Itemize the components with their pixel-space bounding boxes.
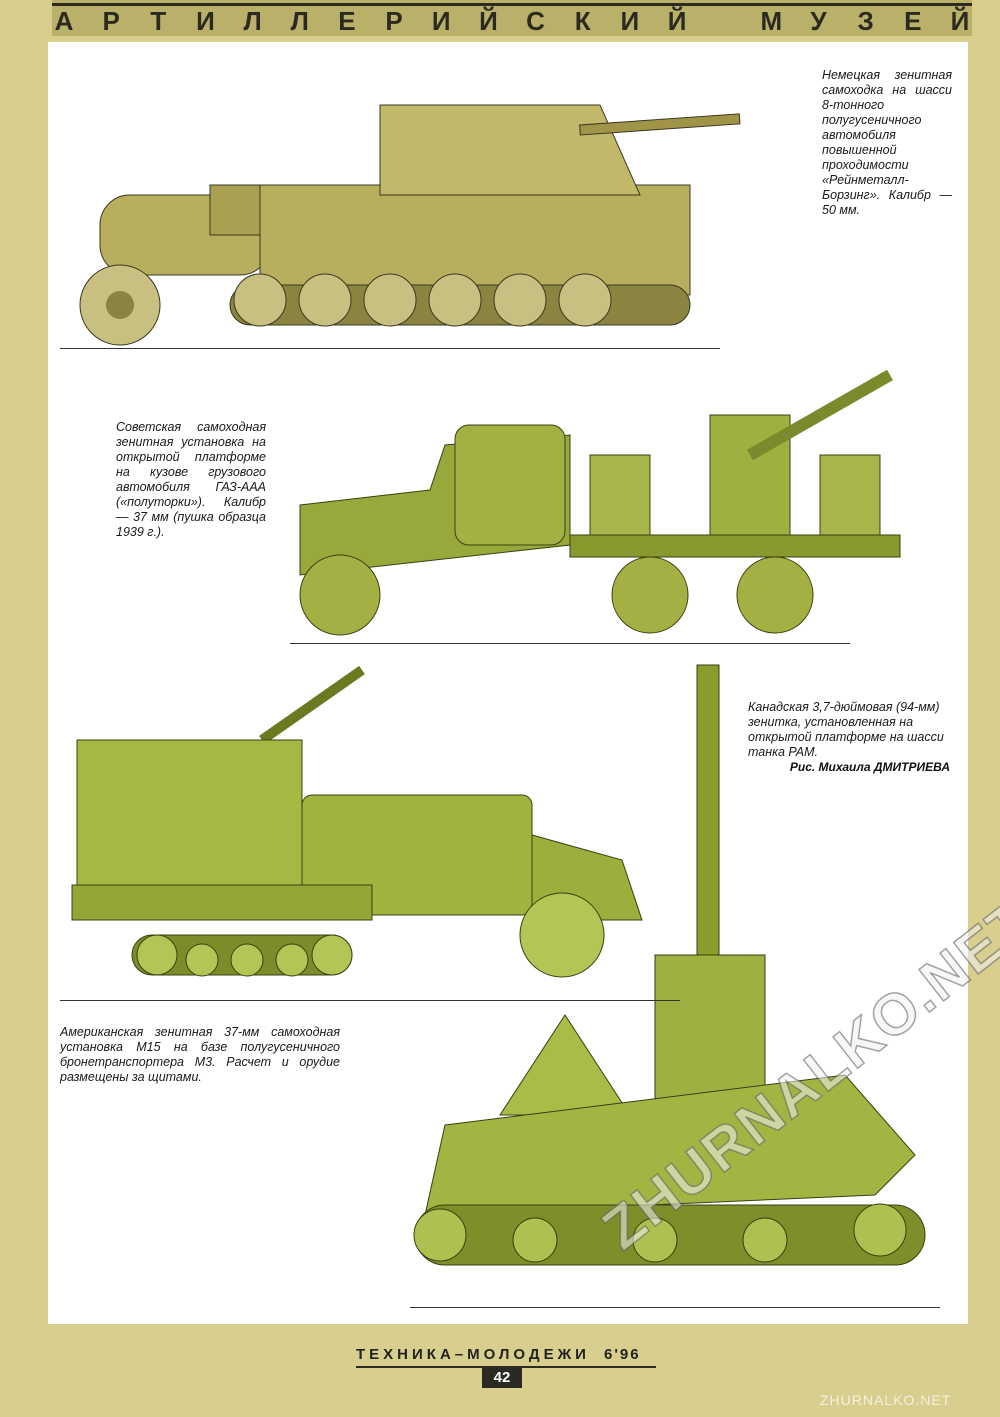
header-letter: И <box>431 5 451 36</box>
header-letter: Л <box>243 5 262 36</box>
header-letter: М <box>760 5 783 36</box>
header-letter: Л <box>290 5 309 36</box>
header-letter: Й <box>950 5 970 36</box>
header-letter: Й <box>479 5 498 36</box>
header-letter: Т <box>150 5 167 36</box>
header-letter: Р <box>102 5 120 36</box>
ground-line <box>290 643 850 644</box>
header-letter: Е <box>338 5 356 36</box>
ground-line <box>60 1000 680 1001</box>
page-number: 42 <box>482 1368 522 1388</box>
ground-line <box>60 348 720 349</box>
header-letter: К <box>574 5 591 36</box>
header-letter: И <box>196 5 215 36</box>
header-letter: Е <box>904 5 922 36</box>
header-letter: У <box>810 5 827 36</box>
issue-number: 6'96 <box>604 1346 641 1363</box>
soviet-truck-illustration <box>299 369 901 636</box>
header-rule <box>52 3 972 6</box>
american-m15-illustration <box>71 665 643 978</box>
canadian-gun-illustration <box>413 664 926 1266</box>
header-letter: И <box>620 5 640 36</box>
illustrator-credit: Рис. Михаила ДМИТРИЕВА <box>789 760 950 774</box>
header-letter: З <box>857 5 874 36</box>
header-letter: Р <box>385 5 403 36</box>
footer-magazine: ТЕХНИКА–МОЛОДЕЖИ 6'96 <box>356 1346 656 1366</box>
footer-rule <box>356 1366 656 1368</box>
header-letter: Й <box>667 5 687 36</box>
caption-german: Немецкая зенитная самоходка на шасси 8-т… <box>822 68 952 217</box>
header-letter: А <box>54 5 74 36</box>
ground-line <box>410 1307 940 1308</box>
caption-american: Американская зенитная 37-мм самоходная у… <box>60 1025 340 1084</box>
caption-soviet: Советская самоходная зенитная установка … <box>116 420 266 539</box>
german-halftrack-illustration <box>79 104 741 346</box>
caption-canadian: Канадская 3,7-дюймовая (94-мм) зенитка, … <box>748 700 944 759</box>
header-letter: С <box>526 5 545 36</box>
header-band <box>52 0 972 36</box>
site-credit: ZHURNALKO.NET <box>820 1392 952 1408</box>
magazine-title: ТЕХНИКА–МОЛОДЕЖИ <box>356 1346 590 1363</box>
